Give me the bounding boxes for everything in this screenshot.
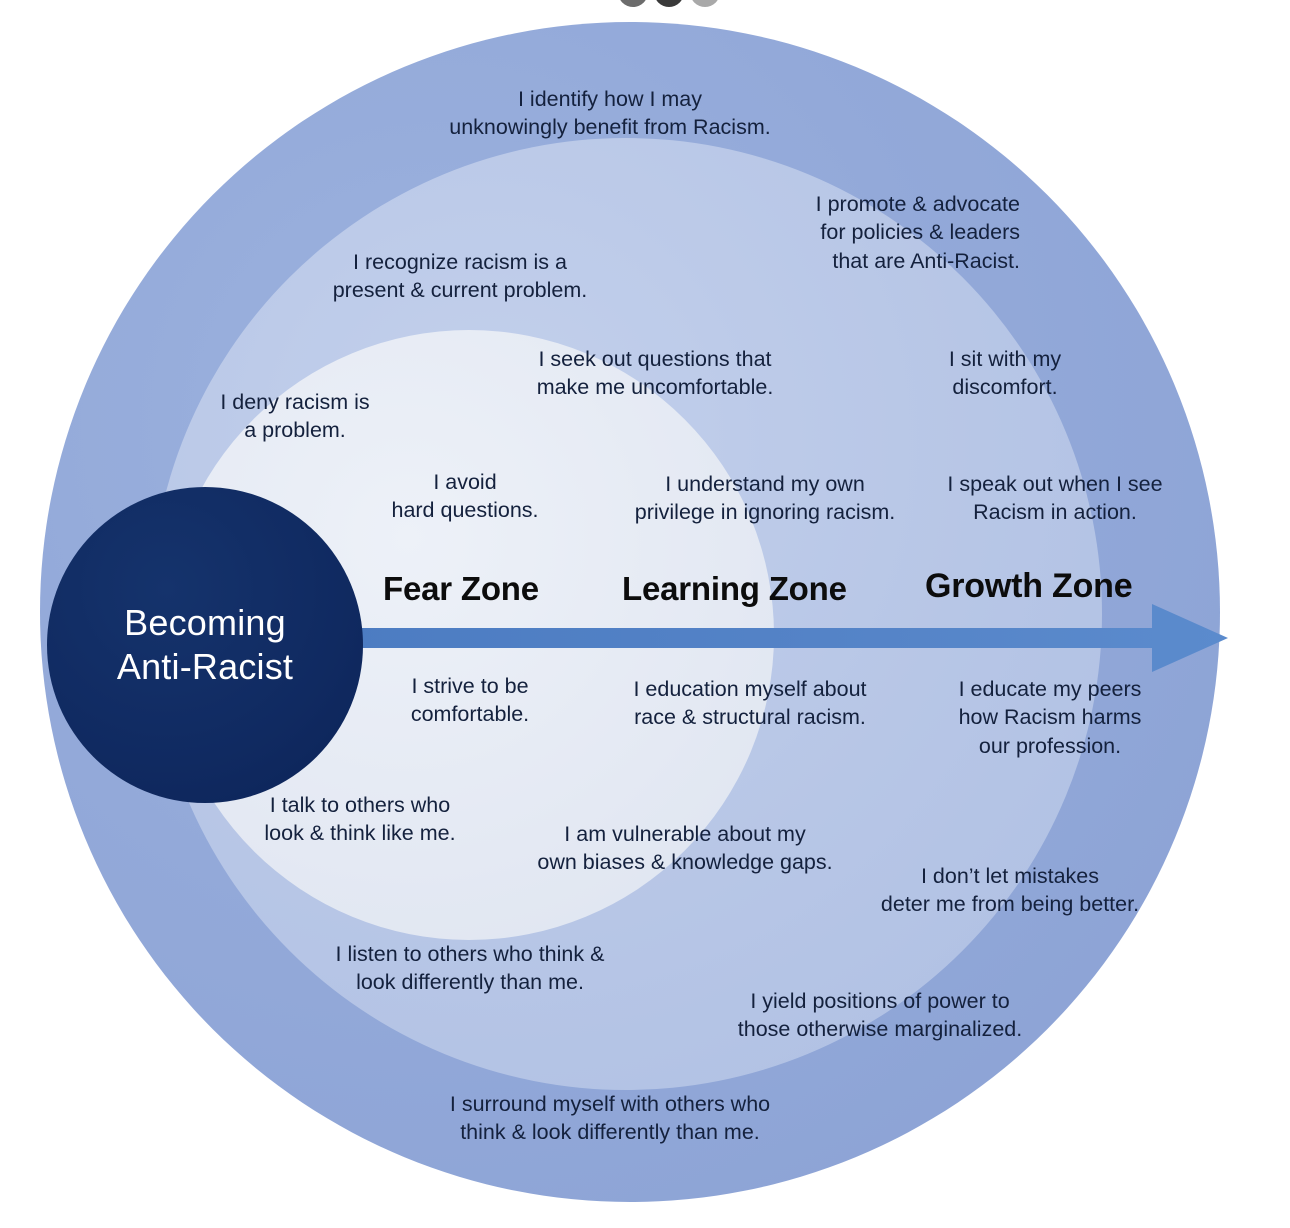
cropped-dots-artifact bbox=[618, 0, 726, 9]
statement-growth-speak: I speak out when I see Racism in action. bbox=[947, 472, 1163, 525]
artifact-dot-2 bbox=[654, 0, 684, 7]
statement-learning-seek: I seek out questions that make me uncomf… bbox=[536, 347, 774, 400]
statement-learning-listen: I listen to others who think & look diff… bbox=[335, 942, 605, 995]
zone-label-fear: Fear Zone bbox=[383, 570, 539, 607]
statement-fear-talk: I talk to others who look & think like m… bbox=[264, 793, 456, 846]
statement-growth-identify: I identify how I may unknowingly benefit… bbox=[449, 87, 771, 140]
statement-growth-promote: I promote & advocate for policies & lead… bbox=[815, 192, 1020, 273]
zone-label-growth: Growth Zone bbox=[925, 567, 1133, 605]
statement-growth-mistakes: I don’t let mistakes deter me from being… bbox=[880, 864, 1140, 917]
statement-growth-yield: I yield positions of power to those othe… bbox=[737, 989, 1023, 1042]
statement-fear-avoid: I avoid hard questions. bbox=[391, 470, 539, 523]
statement-learning-vulnerable: I am vulnerable about my own biases & kn… bbox=[537, 822, 833, 875]
statement-fear-strive: I strive to be comfortable. bbox=[410, 674, 530, 727]
core-circle: Becoming Anti-Racist bbox=[47, 487, 363, 803]
core-title-line-2: Anti-Racist bbox=[116, 646, 294, 687]
artifact-dot-3 bbox=[690, 0, 720, 7]
statement-learning-education: I education myself about race & structur… bbox=[633, 677, 867, 730]
statement-learning-recognize: I recognize racism is a present & curren… bbox=[332, 250, 588, 303]
zone-label-learning: Learning Zone bbox=[622, 570, 847, 607]
artifact-dot-1 bbox=[618, 0, 648, 7]
statement-growth-sit: I sit with my discomfort. bbox=[948, 347, 1062, 400]
statement-growth-educate: I educate my peers how Racism harms our … bbox=[958, 677, 1142, 758]
statement-fear-deny: I deny racism is a problem. bbox=[220, 390, 370, 443]
statement-learning-surround: I surround myself with others who think … bbox=[449, 1092, 771, 1145]
core-title-line-1: Becoming bbox=[124, 602, 286, 644]
progress-arrow bbox=[330, 604, 1228, 672]
statement-learning-privilege: I understand my own privilege in ignorin… bbox=[634, 472, 896, 525]
